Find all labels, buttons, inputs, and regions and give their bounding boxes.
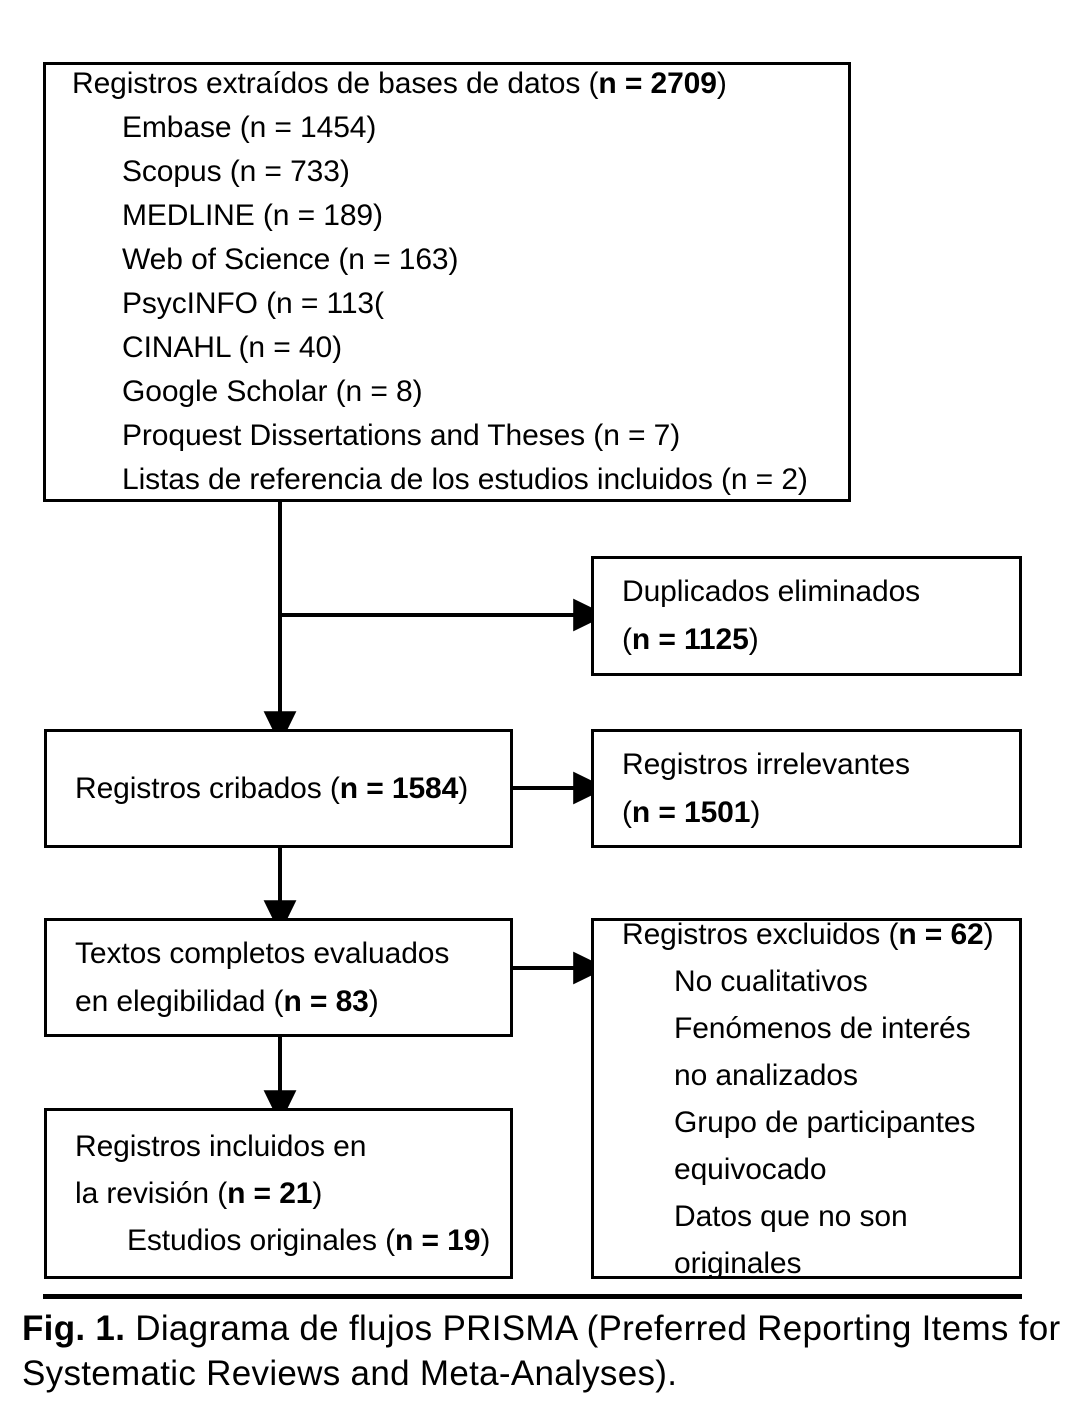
included-n: n = 21 bbox=[227, 1177, 313, 1210]
duplicates-n: n = 1125 bbox=[631, 623, 749, 656]
excluded-reason-3a: Grupo de participantes bbox=[674, 1105, 976, 1139]
figure-caption-label: Fig. 1. bbox=[22, 1309, 126, 1348]
included-count: la revisión (n = 21) bbox=[75, 1177, 323, 1210]
irrelevant-label: Registros irrelevantes bbox=[622, 747, 910, 781]
excluded-reason-4a: Datos que no son bbox=[674, 1199, 908, 1233]
excluded-reason-3b: equivocado bbox=[674, 1152, 827, 1186]
duplicates-count: (n = 1125) bbox=[622, 623, 759, 656]
excluded-title: Registros excluidos (n = 62) bbox=[622, 917, 994, 951]
box-records-identified: Registros extraídos de bases de datos (n… bbox=[43, 62, 851, 502]
source-item-web-of-science: Web of Science (n = 163) bbox=[122, 243, 459, 276]
box-records-included: Registros incluidos en la revisión (n = … bbox=[44, 1108, 513, 1279]
box-records-screened: Registros cribados (n = 1584) bbox=[44, 729, 513, 848]
duplicates-label: Duplicados eliminados bbox=[622, 575, 921, 608]
source-item-embase: Embase (n = 1454) bbox=[122, 111, 377, 144]
source-item-cinahl: CINAHL (n = 40) bbox=[122, 331, 342, 364]
box-duplicates-removed: Duplicados eliminados (n = 1125) bbox=[591, 556, 1022, 676]
excluded-n: n = 62 bbox=[898, 917, 984, 951]
screened-n: n = 1584 bbox=[339, 772, 459, 805]
box-fulltext-eligibility: Textos completos evaluados en elegibilid… bbox=[44, 918, 513, 1037]
source-item-proquest: Proquest Dissertations and Theses (n = 7… bbox=[122, 419, 681, 452]
included-originals: Estudios originales (n = 19) bbox=[127, 1224, 491, 1257]
figure-caption-text: Diagrama de flujos PRISMA (Preferred Rep… bbox=[22, 1309, 1061, 1393]
excluded-reason-4b: originales bbox=[674, 1246, 802, 1280]
box-records-excluded: Registros excluidos (n = 62) No cualitat… bbox=[591, 918, 1022, 1280]
sources-title: Registros extraídos de bases de datos (n… bbox=[72, 67, 727, 100]
irrelevant-count: (n = 1501) bbox=[622, 795, 761, 829]
source-item-scopus: Scopus (n = 733) bbox=[122, 155, 350, 188]
excluded-reason-1a: No cualitativos bbox=[674, 964, 868, 998]
excluded-reason-2b: no analizados bbox=[674, 1058, 858, 1092]
screened-label: Registros cribados (n = 1584) bbox=[75, 772, 469, 805]
source-item-reference-lists: Listas de referencia de los estudios inc… bbox=[122, 463, 808, 496]
sources-n: n = 2709 bbox=[598, 67, 717, 100]
irrelevant-n: n = 1501 bbox=[631, 795, 751, 829]
fulltext-label: Textos completos evaluados bbox=[75, 936, 450, 970]
source-item-psycinfo: PsycINFO (n = 113( bbox=[122, 287, 384, 320]
box-records-irrelevant: Registros irrelevantes (n = 1501) bbox=[591, 729, 1022, 848]
caption-divider bbox=[43, 1294, 1022, 1299]
source-item-google-scholar: Google Scholar (n = 8) bbox=[122, 375, 423, 408]
originals-n: n = 19 bbox=[395, 1224, 481, 1257]
fulltext-n: n = 83 bbox=[283, 984, 369, 1018]
fulltext-count: en elegibilidad (n = 83) bbox=[75, 984, 379, 1018]
excluded-reason-2a: Fenómenos de interés bbox=[674, 1011, 971, 1045]
included-label: Registros incluidos en bbox=[75, 1130, 367, 1163]
source-item-medline: MEDLINE (n = 189) bbox=[122, 199, 383, 232]
figure-caption: Fig. 1. Diagrama de flujos PRISMA (Prefe… bbox=[22, 1306, 1062, 1396]
